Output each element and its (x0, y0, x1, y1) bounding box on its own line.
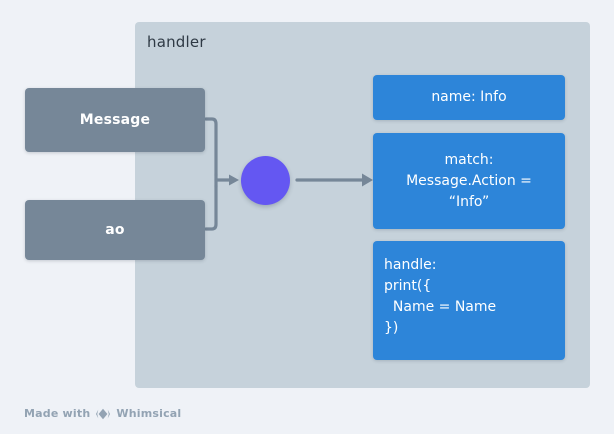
node-ao-label: ao (105, 222, 125, 238)
node-match[interactable]: match: Message.Action = “Info” (373, 133, 565, 229)
node-handle-line-1: handle: (384, 257, 437, 273)
node-message[interactable]: Message (25, 88, 205, 152)
junction-node[interactable] (241, 156, 290, 205)
node-match-line-2: Message.Action = (406, 172, 532, 189)
watermark: Made with Whimsical (24, 407, 181, 420)
watermark-made-with: Made with (24, 407, 91, 420)
whimsical-diamond-icon (95, 408, 111, 420)
node-match-line-1: match: (444, 151, 494, 168)
node-ao[interactable]: ao (25, 200, 205, 260)
node-handle-line-3: Name = Name (384, 299, 497, 315)
node-name-line-1: name: Info (431, 89, 507, 105)
node-match-line-3: “Info” (448, 193, 490, 210)
node-handle[interactable]: handle: print({ Name = Name }) (373, 241, 565, 360)
node-handle-line-4: }) (384, 320, 399, 336)
node-handle-line-2: print({ (384, 278, 432, 294)
node-message-label: Message (79, 112, 151, 128)
watermark-brand: Whimsical (116, 407, 182, 420)
node-name[interactable]: name: Info (373, 75, 565, 120)
group-title: handler (147, 33, 206, 51)
